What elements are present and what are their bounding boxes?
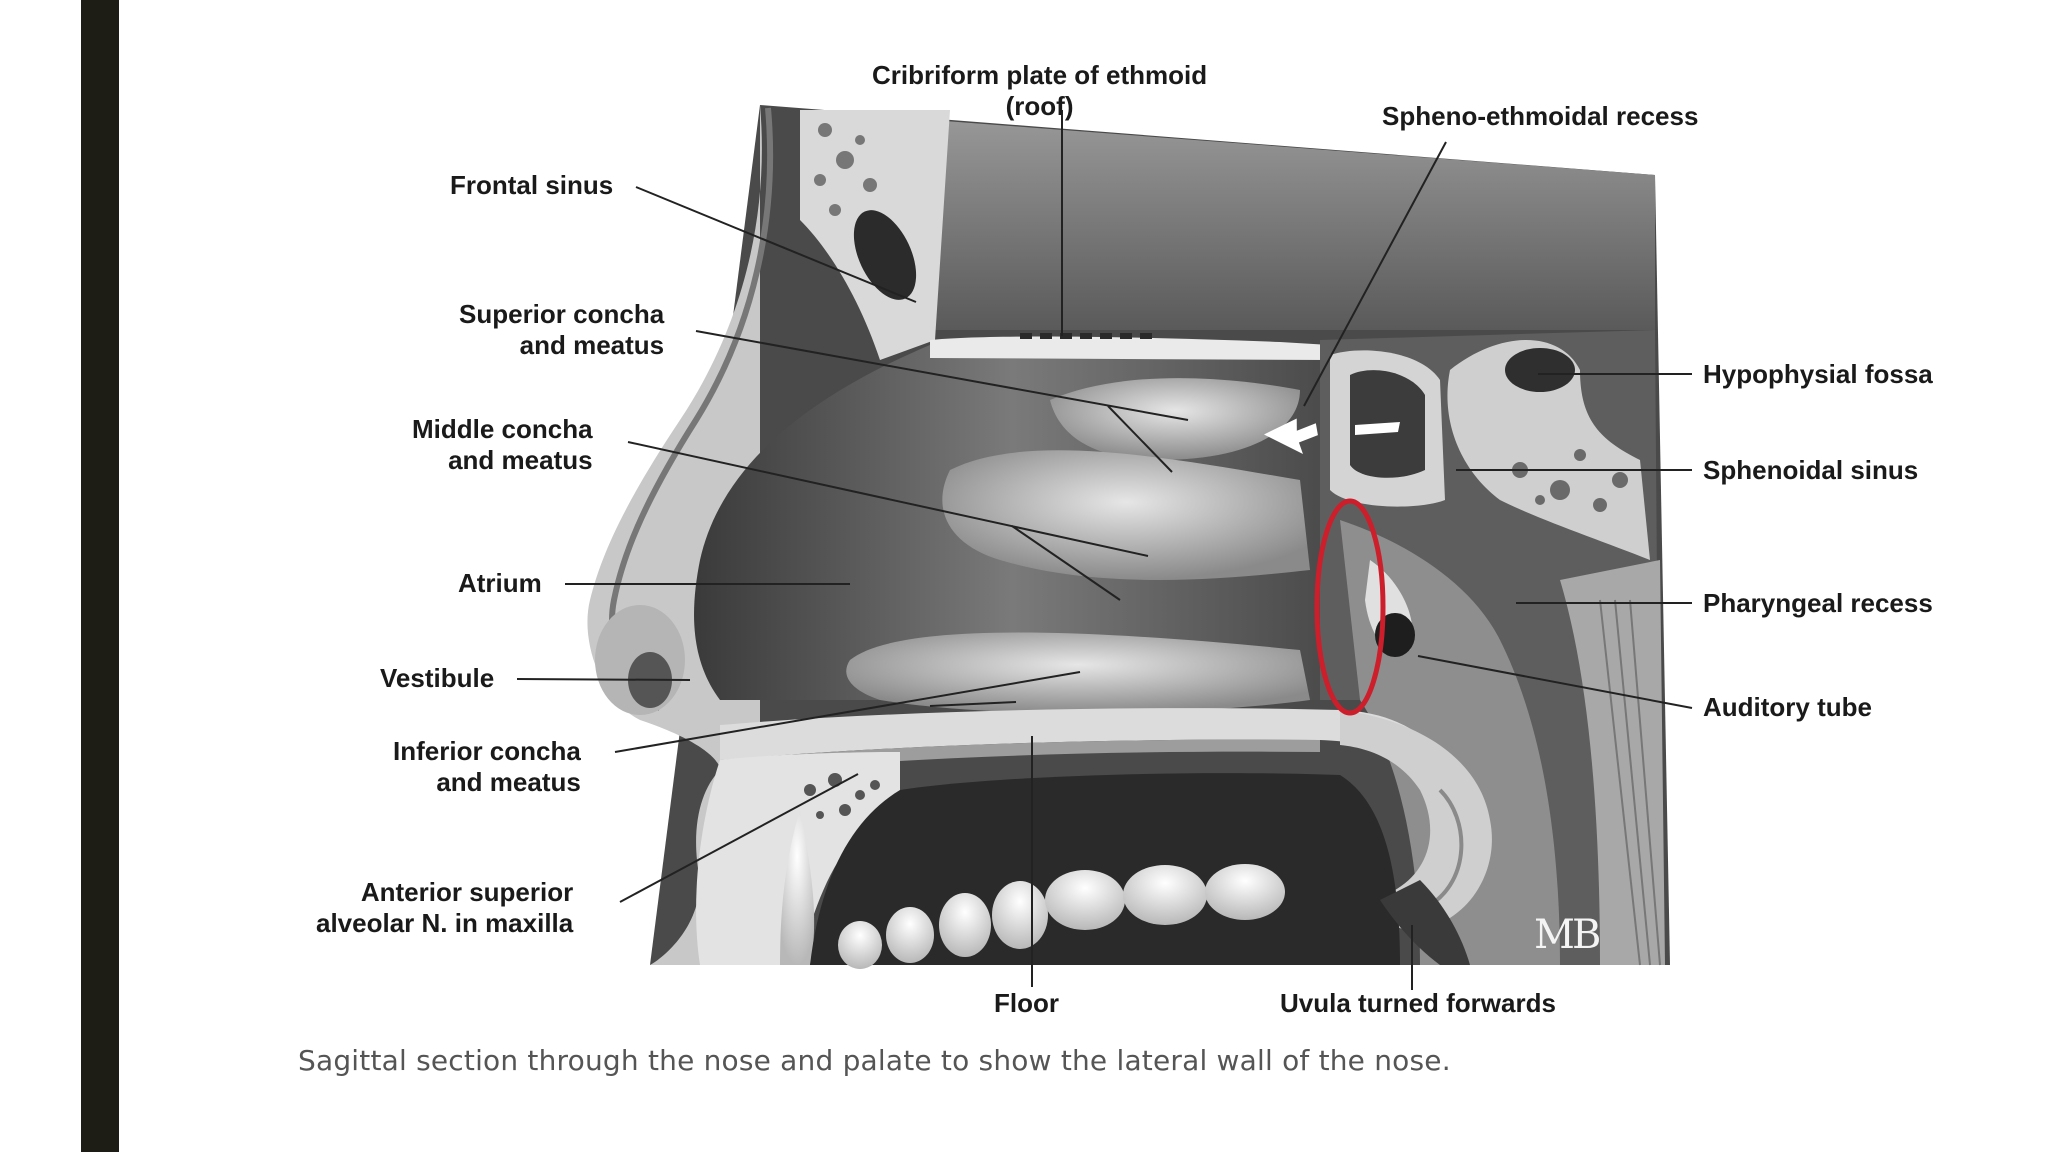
label-anterior-superior-line1: Anterior superior	[360, 877, 574, 907]
label-middle-concha-line1: Middle concha	[412, 414, 593, 444]
label-superior-concha: Superior concha and meatus	[459, 299, 664, 361]
label-superior-concha-line1: Superior concha	[459, 299, 665, 329]
label-spheno-ethmoidal-recess: Spheno-ethmoidal recess	[1382, 101, 1699, 131]
label-middle-concha: Middle concha and meatus	[412, 414, 593, 476]
label-vestibule: Vestibule	[380, 663, 495, 693]
label-sphenoidal-sinus: Sphenoidal sinus	[1703, 455, 1919, 485]
highlight-ellipse	[1314, 498, 1386, 716]
label-inferior-concha-line2: and meatus	[436, 767, 581, 797]
label-auditory-tube: Auditory tube	[1703, 692, 1872, 722]
label-inferior-concha: Inferior concha and meatus	[393, 736, 581, 798]
teeth	[838, 864, 1285, 969]
label-pharyngeal-recess: Pharyngeal recess	[1703, 588, 1933, 618]
label-middle-concha-line2: and meatus	[448, 445, 593, 475]
artist-signature: MB	[1534, 912, 1601, 958]
label-superior-concha-line2: and meatus	[519, 330, 665, 360]
leader-lines	[516, 110, 1693, 990]
label-inferior-concha-line1: Inferior concha	[393, 736, 581, 766]
label-floor: Floor	[994, 988, 1059, 1018]
illustration-body	[587, 105, 1670, 969]
label-hypophysial-fossa: Hypophysial fossa	[1703, 359, 1933, 389]
figure-caption: Sagittal section through the nose and pa…	[298, 1044, 1451, 1077]
label-cribriform-line2: (roof)	[1005, 91, 1074, 121]
label-uvula: Uvula turned forwards	[1280, 988, 1556, 1018]
label-atrium: Atrium	[458, 568, 542, 598]
label-anterior-superior-alveolar: Anterior superior alveolar N. in maxilla	[316, 877, 573, 939]
label-frontal-sinus: Frontal sinus	[450, 170, 614, 200]
left-accent-bar	[81, 0, 119, 1152]
label-cribriform-plate: Cribriform plate of ethmoid (roof)	[872, 60, 1207, 122]
label-anterior-superior-line2: alveolar N. in maxilla	[316, 908, 574, 938]
label-cribriform-line1: Cribriform plate of ethmoid	[872, 60, 1208, 90]
